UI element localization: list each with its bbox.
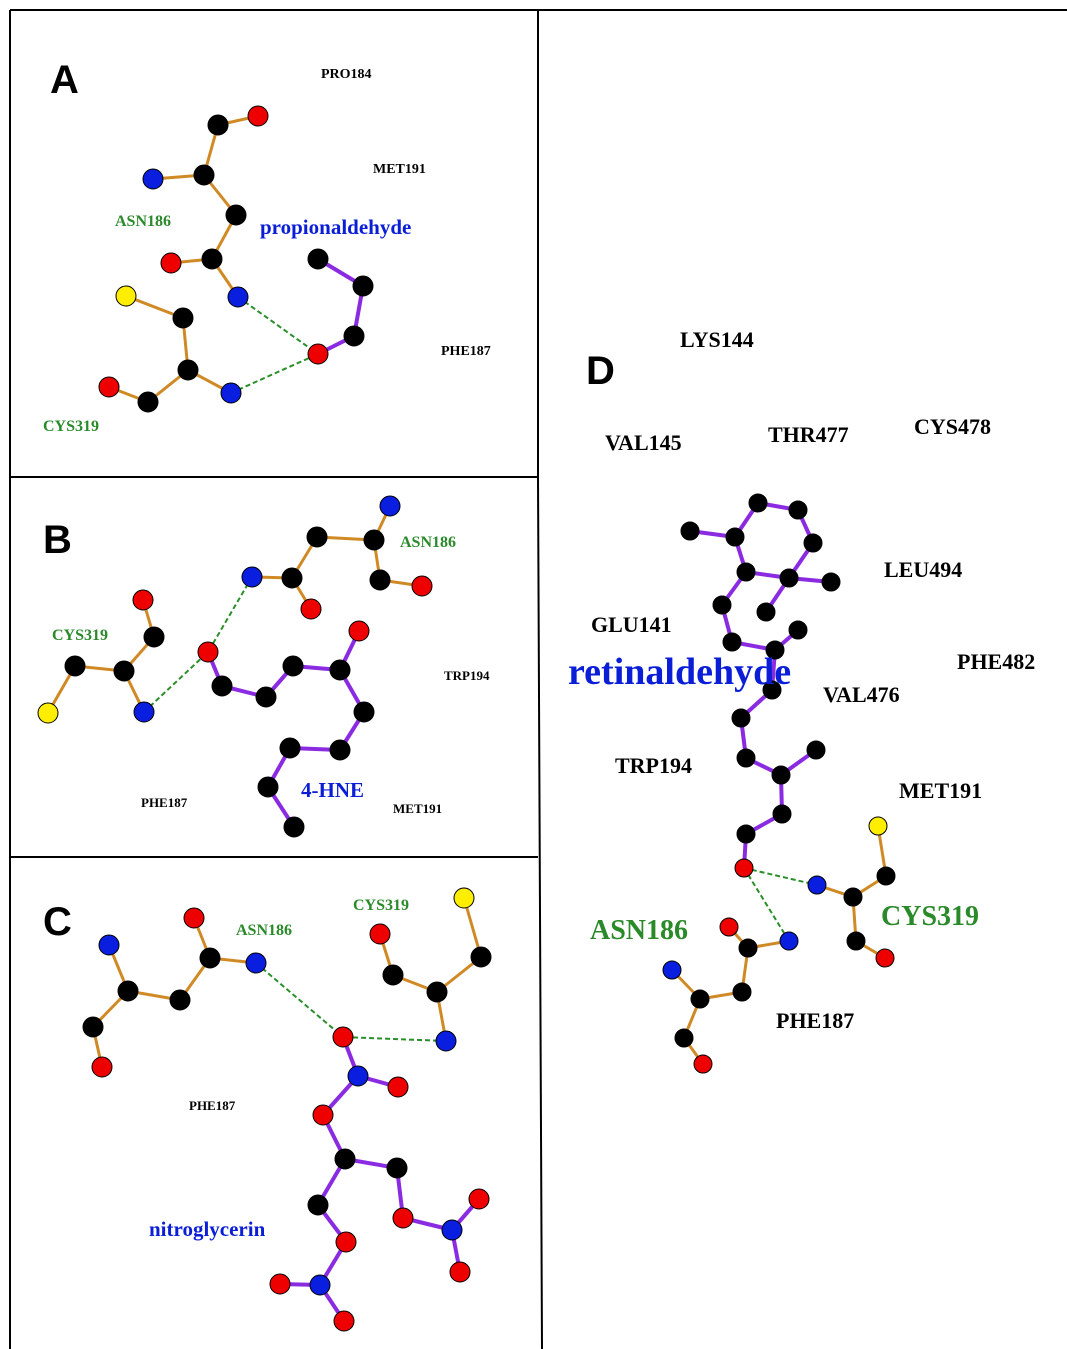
residue-label-phe187: PHE187 xyxy=(189,1098,236,1113)
residue-label-phe482: PHE482 xyxy=(957,649,1035,674)
residue-label-cys319: CYS319 xyxy=(881,901,979,932)
residue-label-asn186: ASN186 xyxy=(590,915,688,946)
residue-label-cys478: CYS478 xyxy=(914,414,991,439)
residue-label-asn186: ASN186 xyxy=(236,922,292,939)
ligand-name-retinaldehyde: retinaldehyde xyxy=(568,651,791,693)
panel-label-a: A xyxy=(50,58,79,102)
panel-c: C ASN186 CYS319 PHE187 nitroglycerin xyxy=(43,887,492,1332)
residue-label-thr477: THR477 xyxy=(768,422,849,447)
residue-label-met191: MET191 xyxy=(373,162,426,177)
residue-label-glu141: GLU141 xyxy=(591,612,672,637)
residue-label-lys144: LYS144 xyxy=(680,327,754,352)
panel-d: D LYS144 VAL145 THR477 CYS478 LEU494 GLU… xyxy=(568,327,1035,1074)
residue-label-pro184: PRO184 xyxy=(321,67,372,82)
residue-label-asn186: ASN186 xyxy=(115,213,171,230)
residue-label-val145: VAL145 xyxy=(605,430,682,455)
residue-label-cys319: CYS319 xyxy=(52,627,108,644)
molecule-structure-b xyxy=(37,495,433,838)
panel-frames xyxy=(9,9,1067,1349)
residue-label-cys319: CYS319 xyxy=(353,897,409,914)
residue-label-trp194: TRP194 xyxy=(444,668,490,683)
residue-label-phe187: PHE187 xyxy=(141,795,188,810)
residue-label-phe187: PHE187 xyxy=(441,344,491,359)
panel-label-c: C xyxy=(43,900,72,944)
residue-label-asn186: ASN186 xyxy=(400,534,456,551)
molecule-structure-c xyxy=(82,887,492,1332)
panel-a: A PRO184 MET191 ASN186 PHE187 CYS319 pro… xyxy=(43,58,491,435)
residue-label-met191: MET191 xyxy=(393,801,442,816)
residue-label-met191: MET191 xyxy=(899,778,982,803)
panel-label-d: D xyxy=(586,349,615,393)
residue-label-val476: VAL476 xyxy=(823,682,900,707)
ligand-name-4-hne: 4-HNE xyxy=(301,778,364,802)
ligand-name-nitroglycerin: nitroglycerin xyxy=(149,1217,266,1241)
molecule-structure-a xyxy=(98,105,374,413)
residue-label-leu494: LEU494 xyxy=(884,557,962,582)
residue-label-trp194: TRP194 xyxy=(615,753,692,778)
ligand-name-propionaldehyde: propionaldehyde xyxy=(260,215,411,239)
residue-label-cys319: CYS319 xyxy=(43,418,99,435)
panel-b: B ASN186 CYS319 TRP194 PHE187 MET191 4-H… xyxy=(37,495,490,838)
molecule-structure-d xyxy=(662,493,896,1074)
residue-label-phe187: PHE187 xyxy=(776,1008,854,1033)
panel-label-b: B xyxy=(43,518,72,562)
